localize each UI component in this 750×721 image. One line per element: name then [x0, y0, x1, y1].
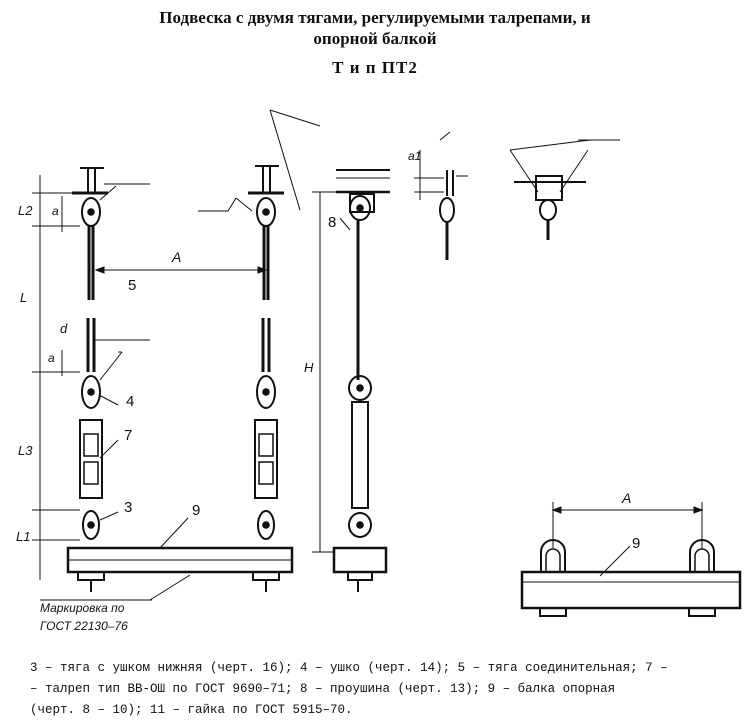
callout-9-front: 9 — [192, 502, 200, 519]
rod-assembly-right — [254, 226, 278, 540]
dim-l1: L1 — [16, 529, 30, 544]
dim-a1: a1 — [408, 149, 421, 163]
front-view: A L2 a L d a L3 L1 5 4 7 3 9 Маркировка … — [16, 109, 321, 633]
caption-line-1: 3 – тяга с ушком нижняя (черт. 16); 4 – … — [30, 661, 668, 675]
support-beam-front — [66, 546, 294, 592]
top-support-left — [72, 167, 108, 227]
title-line-2: опорной балкой — [313, 29, 437, 48]
dim-d: d — [60, 321, 68, 336]
side-view: H 8 — [304, 169, 390, 592]
top-support-right — [248, 165, 284, 227]
caption-line-3: (черт. 8 – 10); 11 – гайка по ГОСТ 5915–… — [30, 703, 353, 717]
dim-a-top: a — [52, 204, 59, 218]
callout-9-side: 9 — [632, 535, 640, 552]
dim-a-mid: a — [48, 351, 55, 365]
caption: 3 – тяга с ушком нижняя (черт. 16); 4 – … — [30, 658, 742, 721]
callout-7: 7 — [124, 427, 132, 444]
dim-a-side: A — [621, 490, 631, 506]
dim-a-front: A — [171, 249, 181, 265]
marking-line-1: Маркировка по — [40, 601, 125, 615]
callout-4: 4 — [126, 393, 134, 410]
dim-h: H — [304, 360, 314, 375]
detail-view-eye: a1 — [408, 131, 468, 260]
callout-3: 3 — [124, 499, 132, 516]
callout-5: 5 — [128, 277, 136, 294]
dim-l2: L2 — [18, 203, 33, 218]
dim-l3: L3 — [18, 443, 33, 458]
type-label: Т и п ПТ2 — [332, 58, 418, 77]
rod-assembly-left — [79, 226, 103, 540]
marking-line-2: ГОСТ 22130–76 — [40, 619, 128, 633]
detail-view-bracket — [509, 139, 620, 240]
callout-8: 8 — [328, 214, 336, 231]
dimension-lines-front — [32, 109, 321, 601]
title-line-1: Подвеска с двумя тягами, регулируемыми т… — [159, 8, 591, 27]
caption-line-2: – талреп тип ВВ-ОШ по ГОСТ 9690–71; 8 – … — [30, 682, 616, 696]
beam-detail-view: A 9 — [520, 490, 742, 617]
dim-l: L — [20, 290, 27, 305]
